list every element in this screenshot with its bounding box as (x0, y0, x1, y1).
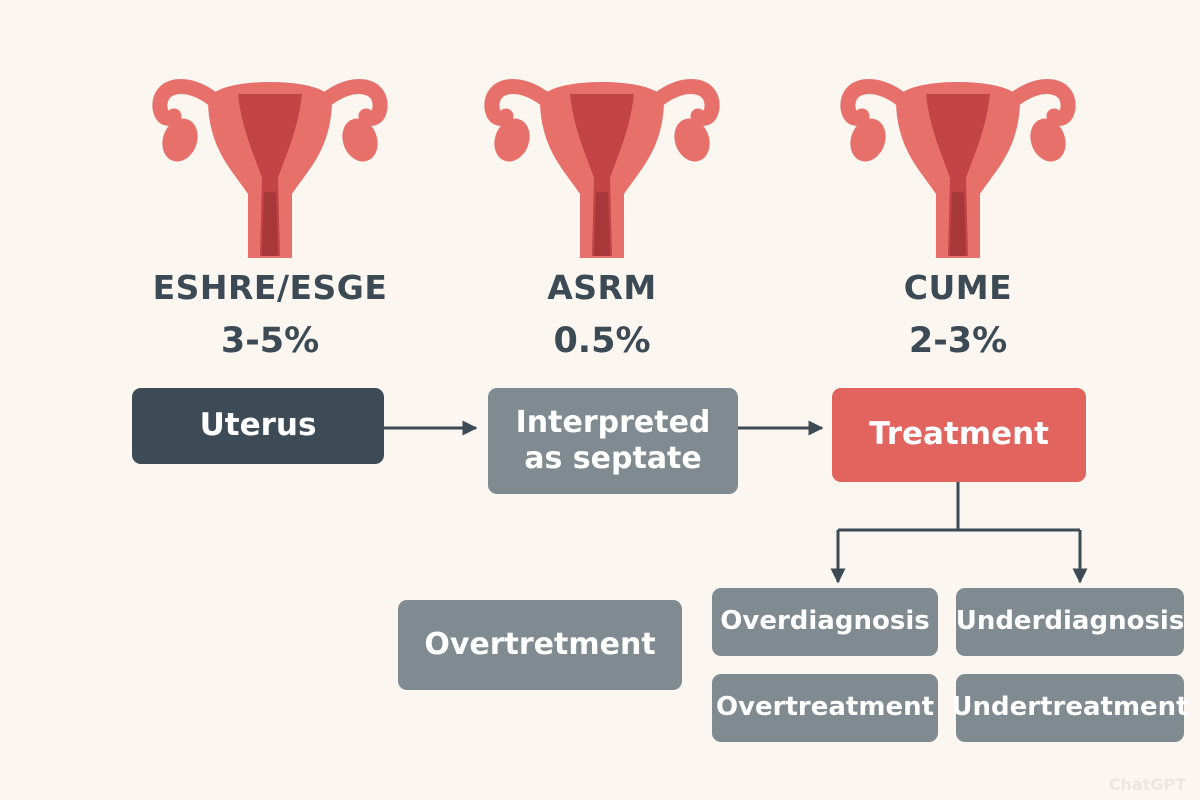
classification-eshre: ESHRE/ESGE 3-5% (130, 60, 410, 361)
uterus-icon (140, 60, 400, 260)
overtreatment-box: Overtreatment (712, 674, 938, 742)
classification-name: CUME (903, 268, 1013, 307)
treatment-box: Treatment (832, 388, 1086, 482)
uterus-icon (828, 60, 1088, 260)
overdiagnosis-box: Overdiagnosis (712, 588, 938, 656)
classification-name: ESHRE/ESGE (152, 268, 388, 307)
classification-name: ASRM (547, 268, 657, 307)
underdiagnosis-box: Underdiagnosis (956, 588, 1184, 656)
watermark: ChatGPT (1108, 775, 1186, 794)
classification-cume: CUME 2-3% (818, 60, 1098, 361)
classification-prevalence: 0.5% (553, 321, 651, 361)
uterus-box: Uterus (132, 388, 384, 464)
uterus-icon (472, 60, 732, 260)
classification-prevalence: 3-5% (220, 321, 320, 361)
interpreted-as-septate-box: Interpreted as septate (488, 388, 738, 494)
classification-asrm: ASRM 0.5% (462, 60, 742, 361)
overtretment-box: Overtretment (398, 600, 682, 690)
classification-prevalence: 2-3% (908, 321, 1008, 361)
undertreatment-box: Undertreatment (951, 674, 1189, 742)
